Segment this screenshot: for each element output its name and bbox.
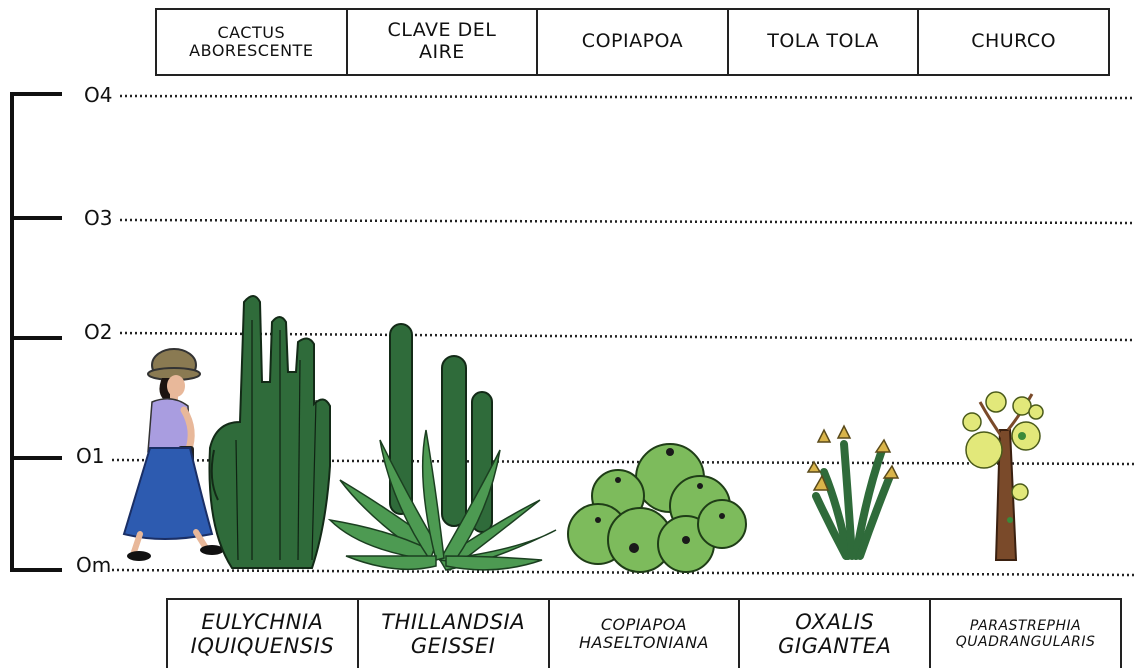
scale-label-1m: O1 bbox=[76, 444, 104, 468]
scale-label-0m: Om bbox=[76, 553, 111, 577]
sci-name-tillandsia: THILLANDSIA GEISSEI bbox=[359, 600, 550, 668]
sci-name-oxalis: OXALIS GIGANTEA bbox=[740, 600, 931, 668]
sci-name-parastrephia: PARASTREPHIA QUADRANGULARIS bbox=[931, 600, 1120, 668]
sci-name-eulychnia: EULYCHNIA IQUIQUENSIS bbox=[168, 600, 359, 668]
oxalis-plant bbox=[808, 426, 898, 556]
scale-label-4m: O4 bbox=[84, 83, 112, 107]
copiapoa-cluster bbox=[568, 444, 746, 572]
sci-name-copiapoa: COPIAPOA HASELTONIANA bbox=[550, 600, 741, 668]
scale-label-2m: O2 bbox=[84, 320, 112, 344]
eulychnia-cactus bbox=[209, 296, 330, 568]
scale-label-3m: O3 bbox=[84, 206, 112, 230]
churco-plant bbox=[963, 392, 1043, 560]
scientific-names-footer: EULYCHNIA IQUIQUENSIS THILLANDSIA GEISSE… bbox=[166, 598, 1122, 668]
tillandsia-plant bbox=[330, 324, 556, 570]
scale-bar bbox=[10, 92, 62, 572]
